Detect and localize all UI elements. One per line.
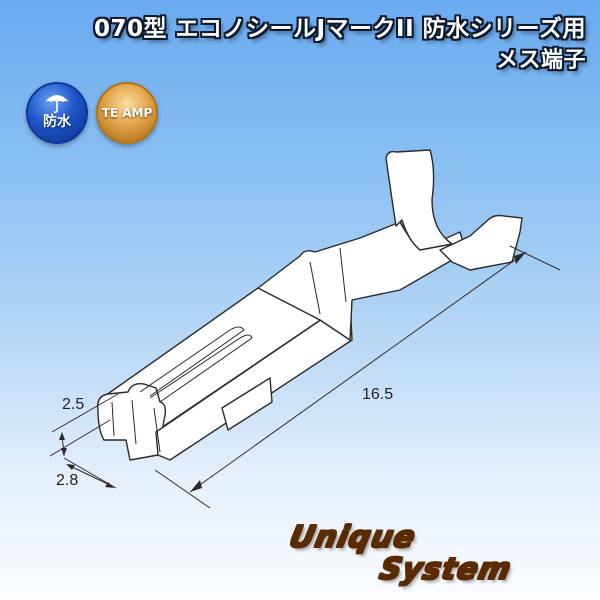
dimension-length: 16.5 <box>362 386 394 403</box>
unique-system-logo: Unique System <box>286 520 590 587</box>
dimension-width: 2.8 <box>56 472 79 489</box>
umbrella-icon <box>45 94 69 113</box>
insulation-wing <box>385 149 453 251</box>
dimension-height: 2.5 <box>62 396 85 413</box>
title-line-2: メス端子 <box>495 48 586 73</box>
logo-word-1: Unique <box>286 520 594 555</box>
waterproof-label: 防水 <box>43 113 71 130</box>
te-amp-label: TE AMP <box>101 106 153 120</box>
te-amp-badge: TE AMP <box>96 82 158 144</box>
dim-line-length <box>189 251 527 493</box>
logo-word-2: System <box>376 552 594 587</box>
waterproof-badge: 防水 <box>26 82 88 144</box>
product-title: 070型 エコノシールJマークII 防水シリーズ用 メス端子 <box>94 14 586 76</box>
title-line-1: 070型 エコノシールJマークII 防水シリーズ用 <box>93 16 586 42</box>
